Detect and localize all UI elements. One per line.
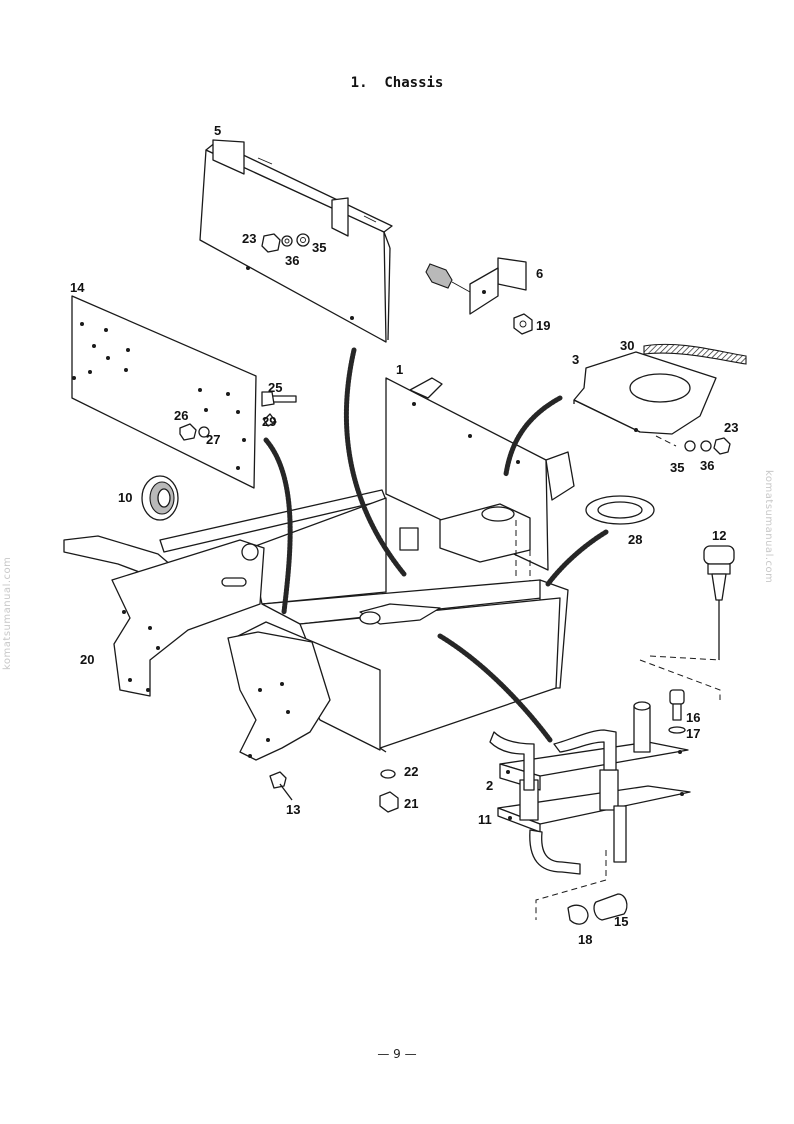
callout-labels: 5 23 36 35 6 19 14 30 3 1 25 26 27 29 23…	[70, 123, 738, 947]
callout-3: 3	[572, 352, 579, 367]
callout-12: 12	[712, 528, 726, 543]
callout-13: 13	[286, 802, 300, 817]
callout-36-right: 36	[700, 458, 714, 473]
part-22-21-nut-washer	[379, 769, 399, 813]
callout-6: 6	[536, 266, 543, 281]
part-10-grommet	[141, 475, 179, 521]
part-15-18-coupling-clamp	[567, 893, 628, 925]
page-title: 1. Chassis	[350, 75, 444, 91]
callout-36-upper: 36	[285, 253, 299, 268]
right-lower-bracket	[227, 631, 331, 761]
callout-16: 16	[686, 710, 700, 725]
callout-22: 22	[404, 764, 418, 779]
callout-27: 27	[206, 432, 220, 447]
washers-23-36-35-upper	[261, 233, 310, 253]
part-30-strap	[643, 343, 747, 365]
callout-14: 14	[70, 280, 85, 295]
callout-1: 1	[396, 362, 403, 377]
callout-21: 21	[404, 796, 418, 811]
part-14-side-plate	[71, 295, 257, 489]
part-16-17-bolt-washer	[668, 689, 686, 734]
harness-bands	[263, 347, 609, 743]
callout-15: 15	[614, 914, 628, 929]
callout-23-right: 23	[724, 420, 738, 435]
callout-28: 28	[628, 532, 642, 547]
callout-20: 20	[80, 652, 94, 667]
washers-35-36-23-right	[655, 435, 731, 455]
callout-30: 30	[620, 338, 634, 353]
callout-19: 19	[536, 318, 550, 333]
part-3-plate	[573, 351, 717, 435]
part-12-filler-cap	[703, 545, 735, 660]
dashed-leaders	[535, 655, 721, 920]
callout-26: 26	[174, 408, 188, 423]
callout-35-right: 35	[670, 460, 684, 475]
part-28-seal-ring	[585, 495, 655, 525]
callout-2: 2	[486, 778, 493, 793]
callout-25: 25	[268, 380, 282, 395]
callout-17: 17	[686, 726, 700, 741]
part-2-part-11-tank-plates	[489, 701, 691, 875]
callout-11: 11	[478, 812, 492, 827]
page-number: — 9 —	[377, 1047, 417, 1061]
callout-5: 5	[214, 123, 221, 138]
frame-base	[159, 489, 569, 753]
callout-10: 10	[118, 490, 132, 505]
watermark-right: komatsumanual.com	[763, 470, 774, 584]
part-20-left-bracket	[63, 535, 265, 697]
part-13-bolt	[269, 771, 293, 801]
part-5-cover-plate	[199, 139, 393, 343]
part-6-bracket	[425, 257, 533, 335]
callout-18: 18	[578, 932, 592, 947]
callout-23-upper: 23	[242, 231, 256, 246]
callout-29: 29	[262, 414, 276, 429]
fasteners-25-26-27-29	[179, 391, 297, 441]
part-1-main-frame	[385, 377, 575, 590]
callout-35-upper: 35	[312, 240, 326, 255]
